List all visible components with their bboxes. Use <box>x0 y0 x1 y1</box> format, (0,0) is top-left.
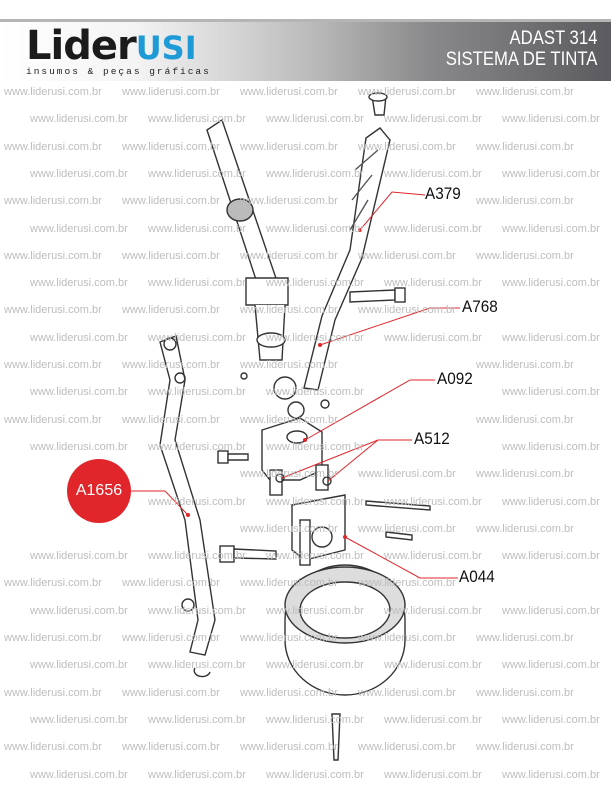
link-arm-part <box>159 335 216 678</box>
part-label-a044[interactable]: A044 <box>459 567 495 587</box>
pin-part <box>365 500 431 511</box>
machine-model: ADAST 314 <box>509 28 597 49</box>
joint-part <box>273 376 330 419</box>
header-banner: LiderUSI insumos & peças gráficas ADAST … <box>0 19 611 81</box>
part-label-a768[interactable]: A768 <box>462 297 498 317</box>
leader-lines <box>131 191 460 579</box>
bracket-part <box>261 417 332 496</box>
system-name: SISTEMA DE TINTA <box>445 49 597 70</box>
spring-part <box>385 531 413 541</box>
part-label-a512[interactable]: A512 <box>414 429 450 449</box>
logo-tagline: insumos & peças gráficas <box>26 66 211 77</box>
part-label-a379[interactable]: A379 <box>425 184 461 204</box>
logo-main: Lider <box>26 23 137 69</box>
screw-part <box>217 450 277 563</box>
page-title: ADAST 314 SISTEMA DE TINTA <box>445 28 597 70</box>
logo-accent: USI <box>135 29 197 67</box>
bolt-part <box>349 287 406 303</box>
part-label-a092[interactable]: A092 <box>437 369 473 389</box>
lever-part <box>303 92 391 391</box>
liderusi-logo: LiderUSI insumos & peças gráficas <box>26 26 211 77</box>
highlighted-part-badge[interactable]: A1656 <box>67 459 131 523</box>
upper-rod-part <box>206 118 289 380</box>
roller-part <box>284 494 406 761</box>
